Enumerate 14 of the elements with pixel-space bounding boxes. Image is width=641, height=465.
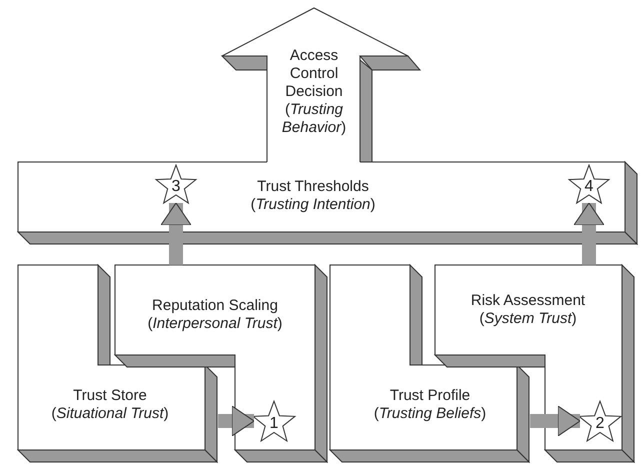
star-number: 1	[270, 415, 278, 433]
star-number: 4	[584, 178, 594, 196]
node-label: Trust Profile (Trusting Beliefs)	[372, 387, 488, 423]
star-number: 3	[172, 178, 180, 196]
node-label: Risk Assessment (System Trust)	[470, 292, 586, 328]
star-number: 2	[596, 415, 604, 433]
block-arrow	[574, 202, 604, 265]
node-label: Trust Store (Situational Trust)	[50, 387, 170, 423]
block-arrow	[160, 202, 192, 265]
node-label: Reputation Scaling (Interpersonal Trust)	[146, 297, 284, 333]
block-arrow	[530, 406, 580, 436]
node-label: Trust Thresholds (Trusting Intention)	[250, 178, 376, 214]
node-label: Access Control Decision (Trusting Behavior)	[280, 47, 348, 137]
block-arrow	[218, 406, 254, 436]
